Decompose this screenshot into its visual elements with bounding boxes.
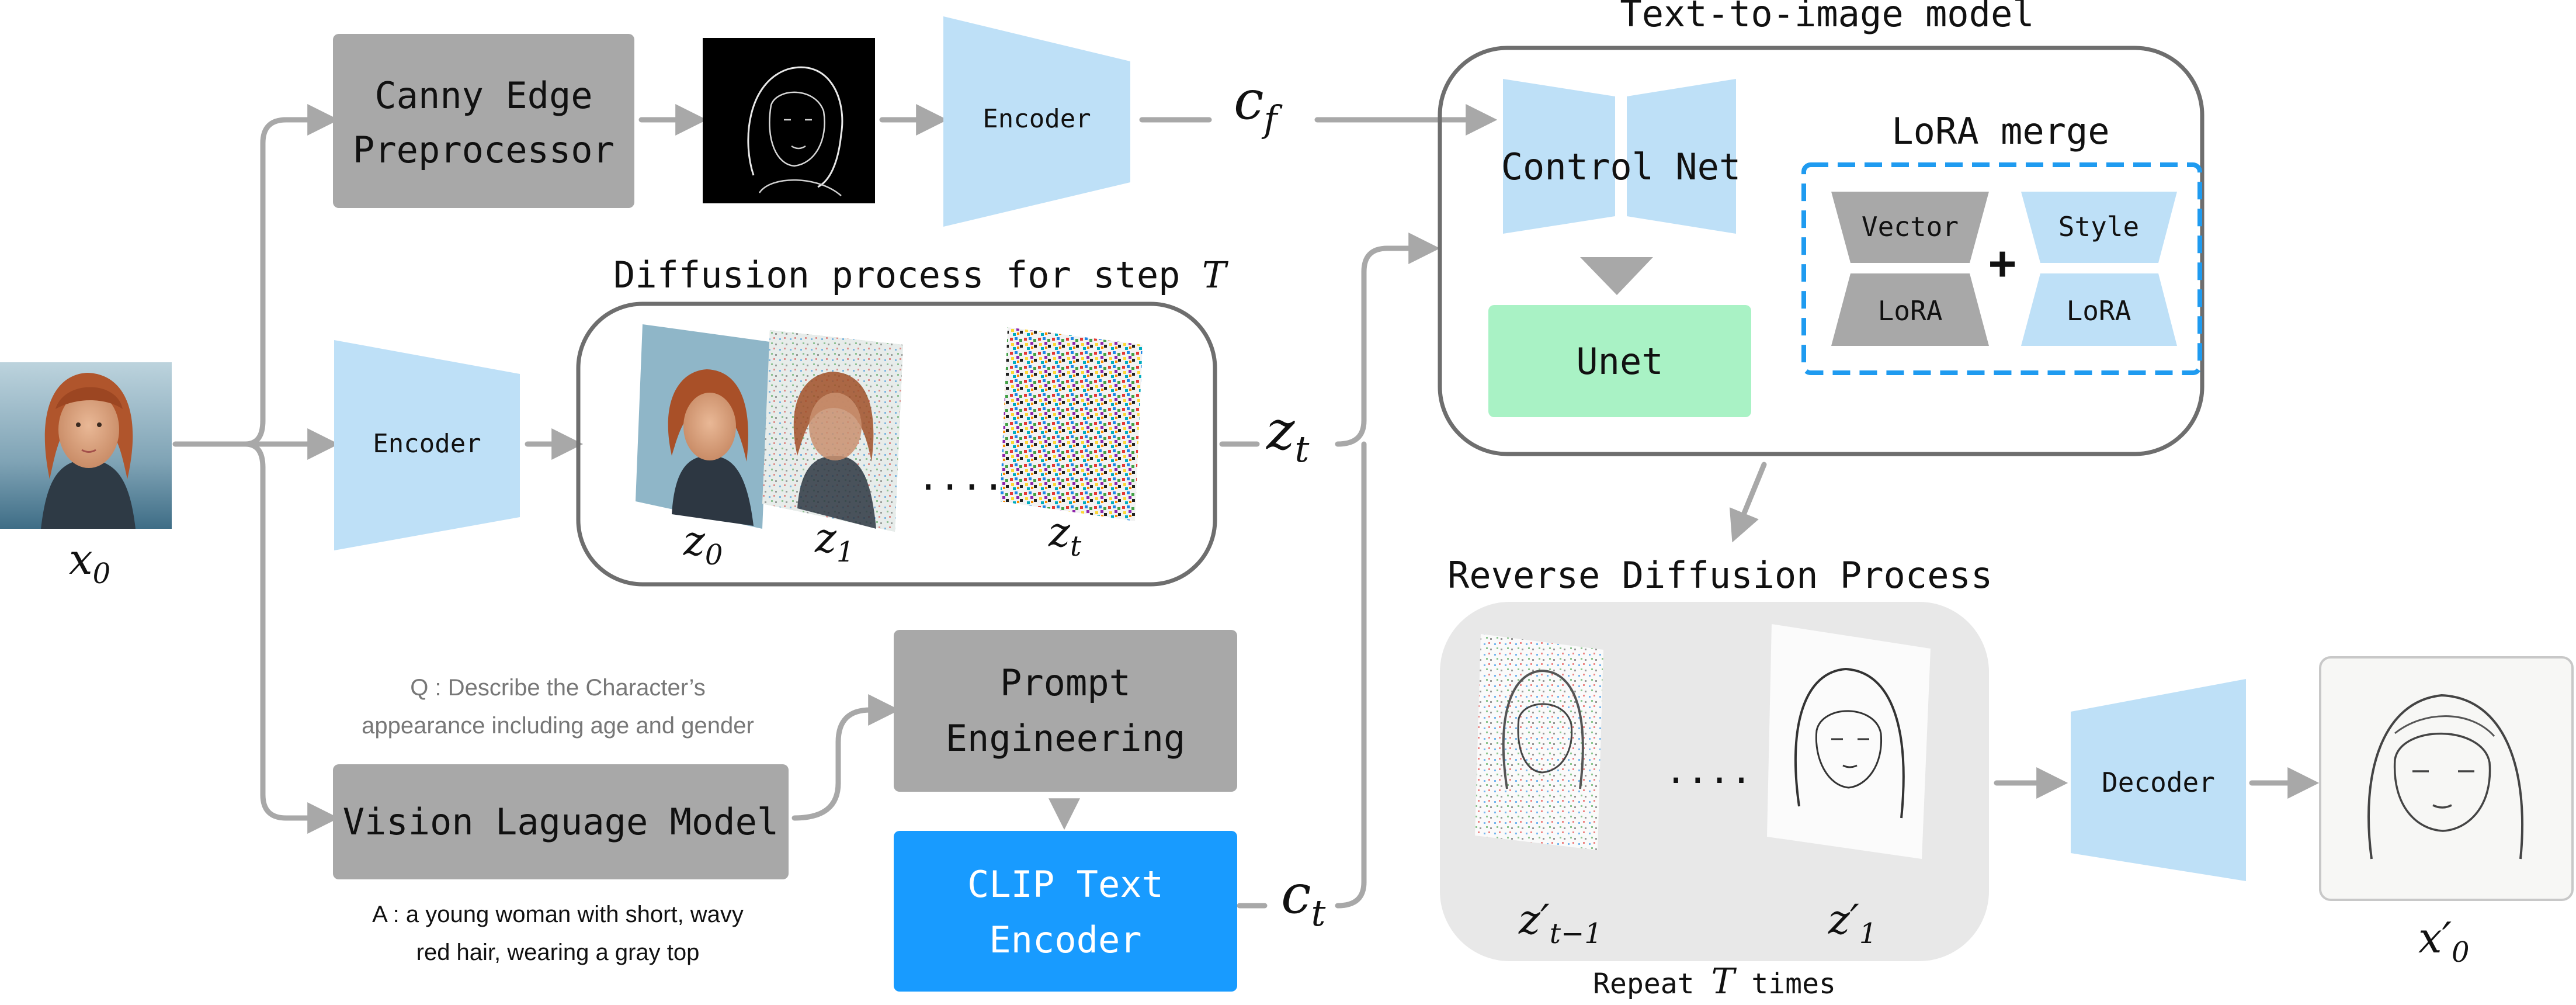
t2i-title: Text-to-image model <box>1620 0 2034 35</box>
style-lora-top <box>2021 192 2177 263</box>
unet-box <box>1488 305 1751 417</box>
style-lora-top-label: Style <box>2058 211 2139 242</box>
lora-merge-frame <box>1801 162 2202 375</box>
connector-arrows <box>172 104 2320 909</box>
vector-lora-bottom-label: LoRA <box>1878 295 1943 327</box>
diffusion-frame-z1 <box>762 330 903 532</box>
vlm-question-line2: appearance including age and gender <box>362 713 754 739</box>
prompt-label-line2: Engineering <box>946 717 1186 760</box>
arrow-ct-to-t2i <box>1335 441 1367 909</box>
canny-label-line2: Preprocessor <box>353 129 615 171</box>
arrow-vlm-to-prompt <box>791 694 900 821</box>
z-prime-1-label: z′1 <box>1828 896 1877 950</box>
encoder-top <box>943 16 1130 227</box>
reverse-ellipsis: .... <box>1665 749 1752 792</box>
vector-lora-top <box>1831 192 1989 263</box>
vlm-answer-line1: A : a young woman with short, wavy <box>372 902 744 927</box>
vector-lora-bottom <box>1831 273 1989 346</box>
vlm-question-line1: Q : Describe the Character’s <box>410 675 705 701</box>
controlnet-to-unet-arrow <box>1580 257 1653 295</box>
cf-symbol: cf <box>1234 69 1283 140</box>
style-lora-bottom <box>2021 273 2177 346</box>
z-prime-t-minus-1-label: z′t−1 <box>1518 896 1602 950</box>
zt-symbol: zt <box>1266 399 1309 470</box>
prompt-label-line1: Prompt <box>1000 661 1131 704</box>
encoder-mid-label: Encoder <box>373 429 481 459</box>
prompt-box <box>894 630 1237 792</box>
arrow-to-canny <box>242 104 339 447</box>
edge-map-image <box>703 38 875 203</box>
lora-plus: + <box>1988 236 2016 291</box>
controlnet-right <box>1627 79 1736 234</box>
controlnet-left <box>1503 79 1615 234</box>
diffusion-frame <box>576 302 1217 587</box>
diffusion-title: Diffusion process for step T <box>613 254 1229 296</box>
vlm-label: Vision Laguage Model <box>343 800 779 843</box>
arrow-t2i-to-reverse <box>1729 462 1767 543</box>
style-lora-bottom-label: LoRA <box>2067 295 2131 327</box>
decoder <box>2071 679 2246 881</box>
diffusion-frame-z0 <box>636 324 770 529</box>
input-image <box>0 362 172 529</box>
zt-label: zt <box>1048 508 1082 563</box>
decoder-label: Decoder <box>2102 767 2215 798</box>
z0-label: z0 <box>683 517 723 571</box>
output-label: x′0 <box>2418 913 2470 969</box>
arrow-zt-to-t2i <box>1335 233 1440 447</box>
z1-label: z1 <box>814 514 854 569</box>
vlm-box <box>333 764 789 879</box>
input-label: x0 <box>69 535 110 590</box>
reverse-title: Reverse Diffusion Process <box>1447 554 1992 597</box>
diffusion-frame-zt <box>1000 327 1143 521</box>
encoder-top-label: Encoder <box>983 104 1091 134</box>
encoder-mid <box>334 340 520 550</box>
clip-label-line1: CLIP Text <box>967 863 1164 906</box>
unet-label: Unet <box>1576 340 1663 383</box>
ct-symbol: ct <box>1281 863 1326 934</box>
clip-box <box>894 831 1237 992</box>
arrow-to-vlm <box>242 441 339 834</box>
vector-lora-top-label: Vector <box>1862 211 1959 242</box>
reverse-frame-z1 <box>1767 624 1931 859</box>
canny-box <box>333 34 634 208</box>
vlm-answer-line2: red hair, wearing a gray top <box>416 940 700 965</box>
reverse-frame-zt-1 <box>1475 634 1603 850</box>
controlnet-label: Control Net <box>1501 145 1741 188</box>
output-image <box>2319 656 2574 901</box>
canny-label-line1: Canny Edge <box>374 74 592 117</box>
reverse-footer: Repeat T times <box>1593 961 1836 1002</box>
lora-merge-title: LoRA merge <box>1891 110 2109 153</box>
diffusion-ellipsis: .... <box>917 456 1004 498</box>
clip-label-line2: Encoder <box>989 919 1141 961</box>
